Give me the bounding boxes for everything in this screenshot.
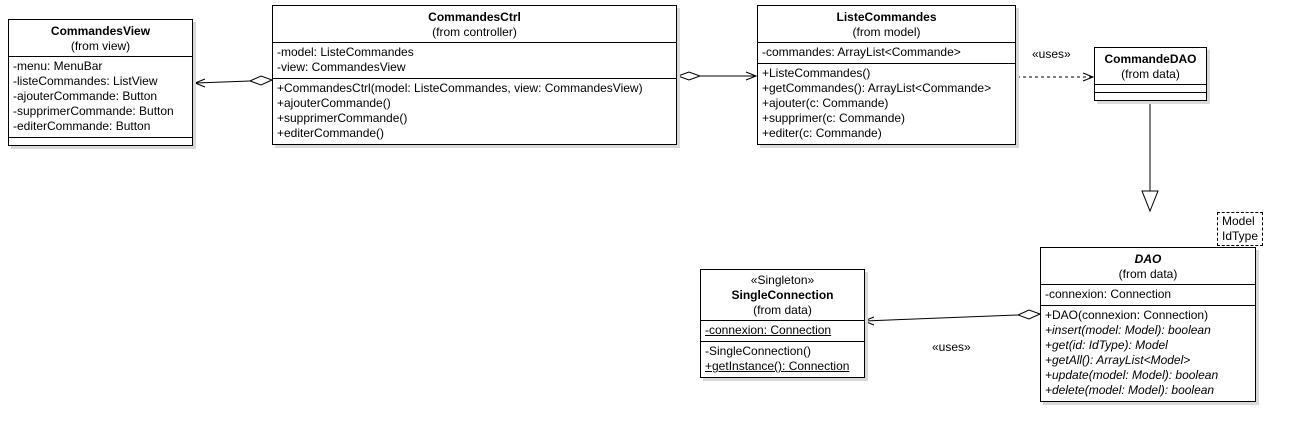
- template-parameter: IdType: [1222, 229, 1259, 243]
- operation: +ajouterCommande(): [277, 96, 391, 110]
- uses-label: «uses»: [1032, 47, 1071, 61]
- class-package: (from data): [1118, 267, 1178, 281]
- class-commandes-ctrl[interactable]: CommandesCtrl (from controller) -model: …: [272, 5, 677, 145]
- attributes-section: -model: ListeCommandes -view: CommandesV…: [273, 43, 676, 79]
- class-header: DAO (from data): [1041, 248, 1255, 285]
- operation: +delete(model: Model): boolean: [1045, 383, 1215, 397]
- association-ctrl-view: [193, 75, 274, 88]
- class-package: (from data): [753, 303, 812, 317]
- association-dao-singleconnection: [862, 309, 1042, 326]
- operation: +CommandesCtrl(model: ListeCommandes, vi…: [277, 81, 643, 95]
- operation: +getCommandes(): ArrayList<Commande>: [762, 81, 992, 95]
- attribute: -commandes: ArrayList<Commande>: [762, 45, 961, 59]
- operation: +DAO(connexion: Connection): [1045, 308, 1209, 322]
- class-package: (from view): [70, 39, 131, 53]
- operation: +update(model: Model): boolean: [1045, 368, 1219, 382]
- operation: +editerCommande(): [277, 126, 385, 140]
- attribute: -supprimerCommande: Button: [13, 104, 174, 118]
- operations-section: [1095, 93, 1206, 100]
- attribute: -model: ListeCommandes: [277, 45, 414, 59]
- class-name: SingleConnection: [731, 288, 834, 302]
- operations-section: -SingleConnection() +getInstance(): Conn…: [701, 342, 864, 377]
- class-commande-dao[interactable]: CommandeDAO (from data): [1094, 47, 1207, 101]
- operation: +insert(model: Model): boolean: [1045, 323, 1211, 337]
- attributes-section: [1095, 85, 1206, 93]
- operations-section: +DAO(connexion: Connection) +insert(mode…: [1041, 306, 1255, 401]
- attribute: -editerCommande: Button: [13, 119, 151, 133]
- class-name: DAO: [1134, 252, 1162, 266]
- attribute: -view: CommandesView: [277, 60, 406, 74]
- association-ctrl-model: [676, 71, 758, 81]
- class-commandes-view[interactable]: CommandesView (from view) -menu: MenuBar…: [8, 19, 193, 146]
- template-parameter: Model: [1222, 214, 1255, 228]
- class-package: (from data): [1121, 67, 1180, 81]
- operation: +getInstance(): Connection: [705, 359, 850, 373]
- attribute: -connexion: Connection: [705, 323, 832, 337]
- class-stereotype: «Singleton»: [750, 273, 815, 287]
- class-liste-commandes[interactable]: ListeCommandes (from model) -commandes: …: [757, 5, 1016, 145]
- attribute: -listeCommandes: ListView: [13, 74, 158, 88]
- operation: +ListeCommandes(): [762, 66, 871, 80]
- operations-section: +CommandesCtrl(model: ListeCommandes, vi…: [273, 79, 676, 144]
- operation: +supprimer(c: Commande): [762, 111, 906, 125]
- class-name: CommandesCtrl: [428, 10, 521, 24]
- dependency-liste-dao: [1017, 72, 1095, 82]
- operation: -SingleConnection(): [705, 344, 812, 358]
- operation: +getAll(): ArrayList<Model>: [1045, 353, 1191, 367]
- class-name: CommandeDAO: [1104, 52, 1197, 66]
- uses-label: «uses»: [932, 340, 971, 354]
- template-parameters: Model IdType: [1217, 212, 1264, 246]
- class-single-connection[interactable]: «Singleton» SingleConnection (from data)…: [700, 269, 865, 378]
- attributes-section: -connexion: Connection: [701, 321, 864, 342]
- attributes-section: -commandes: ArrayList<Commande>: [758, 43, 1015, 64]
- operations-section: +ListeCommandes() +getCommandes(): Array…: [758, 64, 1015, 144]
- operation: +supprimerCommande(): [277, 111, 408, 125]
- attributes-section: -menu: MenuBar -listeCommandes: ListView…: [9, 57, 192, 138]
- class-name: ListeCommandes: [836, 10, 937, 24]
- attribute: -connexion: Connection: [1045, 287, 1172, 301]
- class-header: CommandesView (from view): [9, 20, 192, 57]
- operation: +get(id: IdType): Model: [1045, 338, 1168, 352]
- class-header: CommandesCtrl (from controller): [273, 6, 676, 43]
- operation: +ajouter(c: Commande): [762, 96, 889, 110]
- class-header: «Singleton» SingleConnection (from data): [701, 270, 864, 321]
- class-package: (from model): [852, 25, 921, 39]
- class-header: CommandeDAO (from data): [1095, 48, 1206, 85]
- operations-section: [9, 138, 192, 145]
- class-header: ListeCommandes (from model): [758, 6, 1015, 43]
- class-name: CommandesView: [50, 24, 151, 38]
- class-package: (from controller): [432, 25, 517, 39]
- class-dao[interactable]: DAO (from data) -connexion: Connection +…: [1040, 247, 1256, 402]
- attributes-section: -connexion: Connection: [1041, 285, 1255, 306]
- attribute: -menu: MenuBar: [13, 59, 103, 73]
- generalization-commandedao-dao: [1141, 104, 1159, 213]
- attribute: -ajouterCommande: Button: [13, 89, 158, 103]
- operation: +editer(c: Commande): [762, 126, 882, 140]
